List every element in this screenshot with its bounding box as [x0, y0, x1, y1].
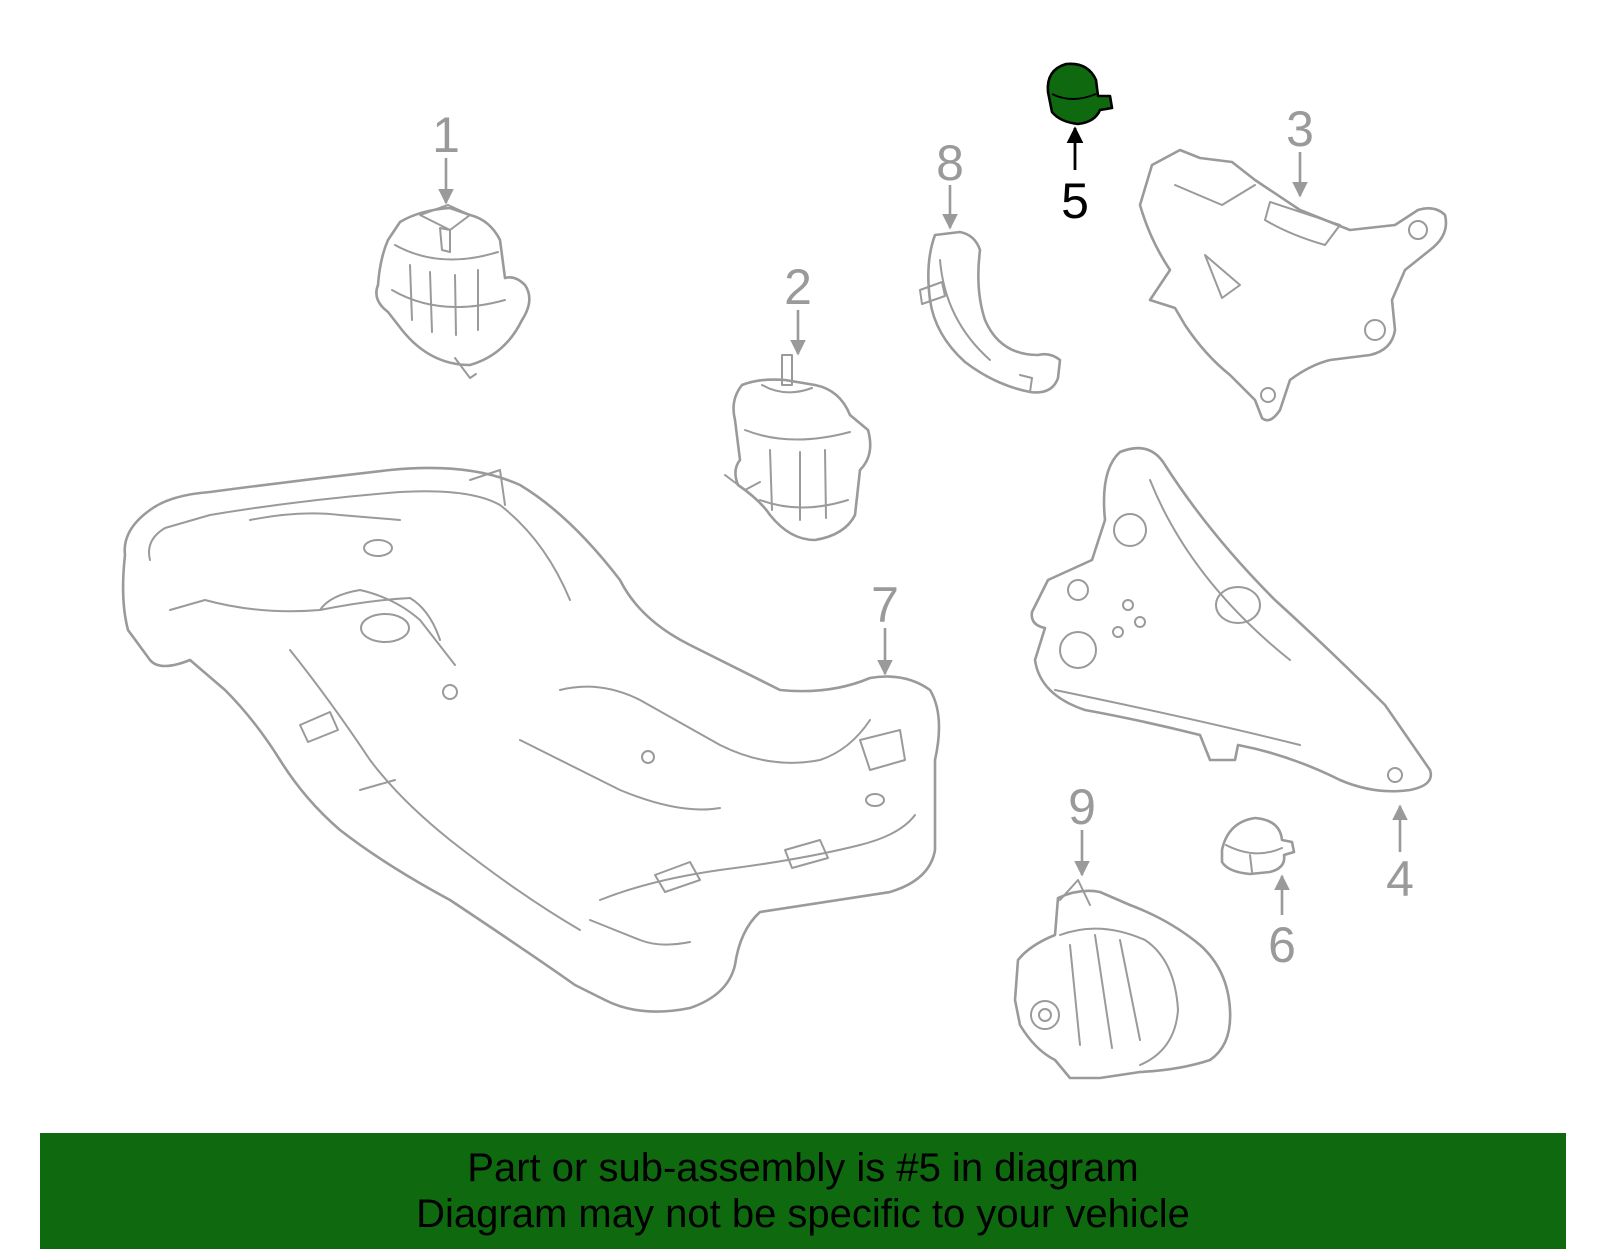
part-3-transmission-bracket[interactable] — [1138, 148, 1448, 422]
callout-7[interactable]: 7 — [871, 577, 899, 633]
part-7-subframe[interactable] — [121, 466, 941, 1013]
banner-line-part: Part or sub-assembly is #5 in diagram — [467, 1146, 1139, 1190]
callout-5[interactable]: 5 — [1061, 173, 1089, 229]
callout-2[interactable]: 2 — [784, 259, 812, 315]
part-4-crossmember[interactable] — [1030, 446, 1433, 793]
banner-line-disclaimer: Diagram may not be specific to your vehi… — [416, 1192, 1190, 1236]
part-6-small-mount[interactable] — [1220, 816, 1296, 876]
callout-3[interactable]: 3 — [1286, 101, 1314, 157]
callout-8[interactable]: 8 — [936, 135, 964, 191]
info-banner: Part or sub-assembly is #5 in diagram Di… — [40, 1133, 1566, 1249]
callout-9[interactable]: 9 — [1068, 779, 1096, 835]
callout-6[interactable]: 6 — [1268, 917, 1296, 973]
part-2-engine-mount[interactable] — [724, 354, 872, 542]
part-1-engine-mount[interactable] — [375, 204, 531, 379]
callout-1[interactable]: 1 — [432, 107, 460, 163]
part-9-transmission-mount[interactable] — [1013, 879, 1232, 1080]
part-5-highlighted-mount[interactable] — [1046, 62, 1114, 126]
part-8-bracket[interactable] — [919, 230, 1062, 394]
callout-4[interactable]: 4 — [1386, 851, 1414, 907]
